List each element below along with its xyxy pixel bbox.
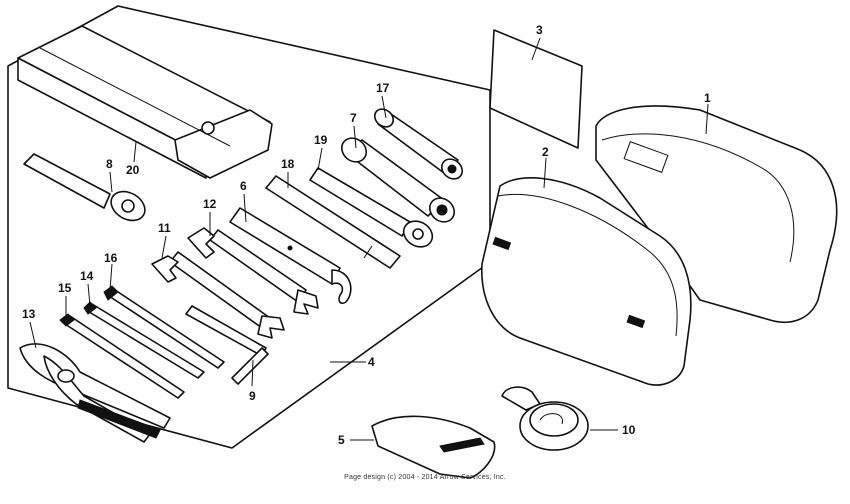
- callout-5: 5: [338, 433, 345, 447]
- open-end-wrench-12-illustration: [187, 227, 319, 315]
- saddlebag-1-illustration: [595, 105, 838, 324]
- callout-2: 2: [542, 145, 549, 159]
- screwdriver-15-illustration: [59, 313, 185, 399]
- open-end-wrench-11-illustration: [151, 251, 285, 339]
- hex-key-illustration: [185, 305, 269, 385]
- ring-wrench-illustration: [309, 167, 434, 248]
- callout-17: 17: [376, 81, 390, 95]
- sheet-illustration: [489, 29, 583, 149]
- callout-15: 15: [58, 281, 72, 295]
- callout-3: 3: [536, 23, 543, 37]
- callout-8: 8: [106, 157, 113, 171]
- callout-9: 9: [249, 389, 256, 403]
- pin-spanner-illustration: [229, 207, 352, 305]
- callout-16: 16: [104, 251, 118, 265]
- callout-19: 19: [314, 133, 328, 147]
- socket-wrench-illustration: [340, 137, 456, 223]
- callout-7: 7: [350, 111, 357, 125]
- callout-11: 11: [158, 221, 171, 235]
- callout-6: 6: [240, 179, 247, 193]
- callout-13: 13: [22, 307, 36, 321]
- callout-12: 12: [203, 197, 217, 211]
- callout-labels: 1 2 3 4 5 6 7 8 9 10 11 12 13 14 15 16 1…: [22, 23, 711, 447]
- callout-4: 4: [368, 355, 375, 369]
- leader-lines: [29, 37, 709, 441]
- callout-18: 18: [281, 157, 295, 171]
- copyright-footer: Page design (c) 2004 - 2014 Arrow Servic…: [344, 474, 506, 481]
- saddlebag-2-illustration: [481, 177, 692, 386]
- tool-bag-illustration: [17, 25, 273, 179]
- pliers-illustration: [19, 343, 171, 443]
- callout-1: 1: [704, 91, 711, 105]
- callout-14: 14: [80, 269, 94, 283]
- reel-illustration: [501, 386, 589, 451]
- plug-wrench-illustration: [373, 108, 464, 180]
- screwdriver-grip-illustration: [265, 175, 401, 269]
- box-wrench-illustration: [23, 153, 146, 222]
- pouch-illustration: [371, 415, 496, 479]
- callout-10: 10: [622, 423, 636, 437]
- callout-20: 20: [126, 163, 140, 177]
